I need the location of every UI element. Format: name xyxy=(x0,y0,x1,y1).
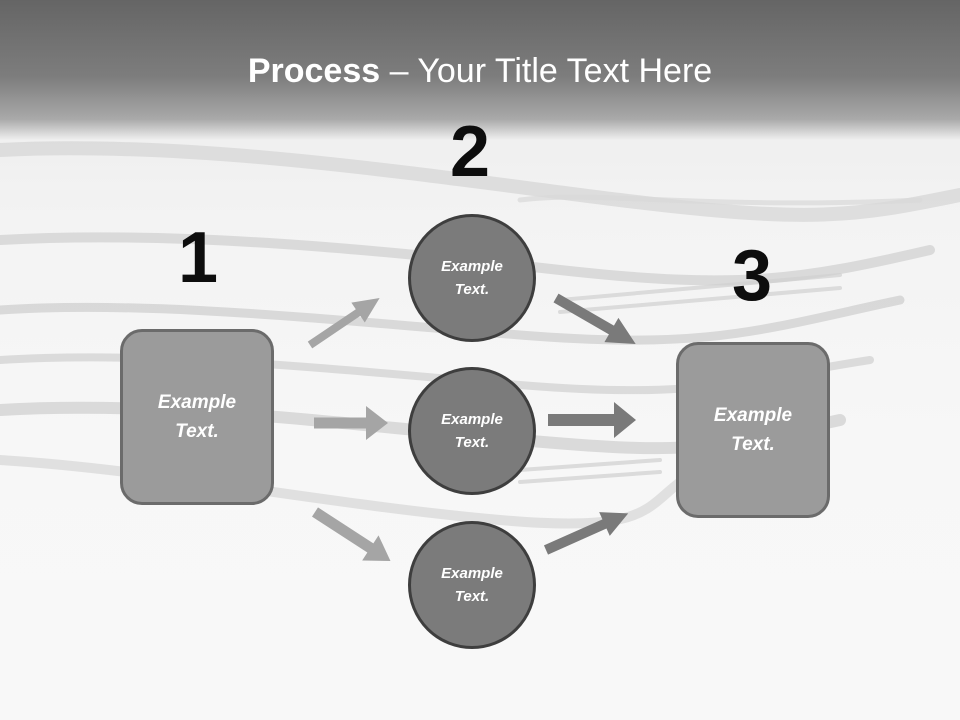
step-number-1: 1 xyxy=(178,218,219,298)
circle-bottom-label: Example Text. xyxy=(441,565,503,605)
circle-middle-label: Example Text. xyxy=(441,411,503,451)
title-rest: – Your Title Text Here xyxy=(380,52,713,90)
step-number-2: 2 xyxy=(450,112,491,192)
slide-title: Process – Your Title Text Here xyxy=(0,52,960,91)
step-number-3: 3 xyxy=(732,236,773,316)
arrow-bottom-to-3 xyxy=(543,512,629,555)
header-band xyxy=(0,0,960,140)
arrow-top-to-3 xyxy=(553,293,636,344)
step-2-circle-middle: Example Text. xyxy=(408,367,536,495)
step-1-box: Example Text. xyxy=(120,329,274,505)
circle-top-label: Example Text. xyxy=(441,258,503,298)
step-3-box: Example Text. xyxy=(676,342,830,518)
arrow-1-to-top xyxy=(307,298,380,349)
step-1-label: Example Text. xyxy=(157,392,237,442)
step-2-circle-bottom: Example Text. xyxy=(408,521,536,649)
title-bold: Process xyxy=(247,52,381,90)
step-2-circle-top: Example Text. xyxy=(408,214,536,342)
arrow-1-to-middle xyxy=(314,406,388,440)
arrow-middle-to-3 xyxy=(548,402,636,438)
arrow-1-to-bottom xyxy=(312,507,391,562)
step-3-label: Example Text. xyxy=(713,405,793,455)
